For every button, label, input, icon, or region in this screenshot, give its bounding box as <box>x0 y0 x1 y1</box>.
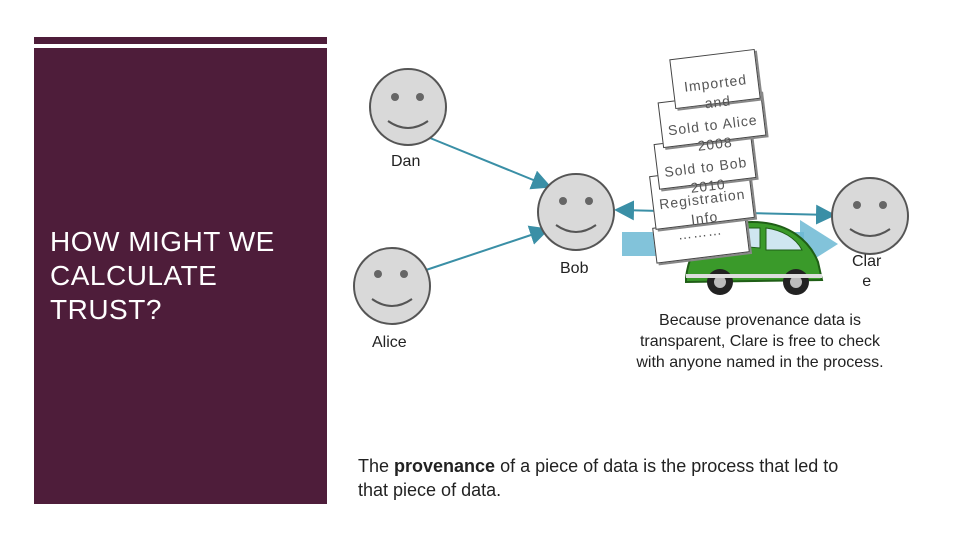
alice-face-icon <box>353 247 431 325</box>
card-imported: Imported and <box>669 48 761 111</box>
alice-to-bob-line <box>419 225 550 273</box>
bob-face-icon <box>537 173 615 251</box>
side-panel <box>34 48 327 504</box>
clare-label: Clar e <box>852 253 882 290</box>
panel-title: HOW MIGHT WE CALCULATE TRUST? <box>50 226 275 325</box>
provenance-definition: The provenance of a piece of data is the… <box>358 454 848 502</box>
clare-face-icon <box>831 177 909 255</box>
alice-label: Alice <box>372 334 407 351</box>
top-accent-bar <box>34 37 327 44</box>
dan-to-bob-line <box>429 137 552 190</box>
dan-face-icon <box>369 68 447 146</box>
dan-label: Dan <box>391 153 421 170</box>
bob-label: Bob <box>560 260 589 277</box>
provenance-note: Because provenance data is transparent, … <box>636 312 884 371</box>
definition-post: of a piece of data is the process that l… <box>358 456 839 500</box>
definition-term: provenance <box>394 456 496 476</box>
definition-pre: The <box>358 456 395 476</box>
